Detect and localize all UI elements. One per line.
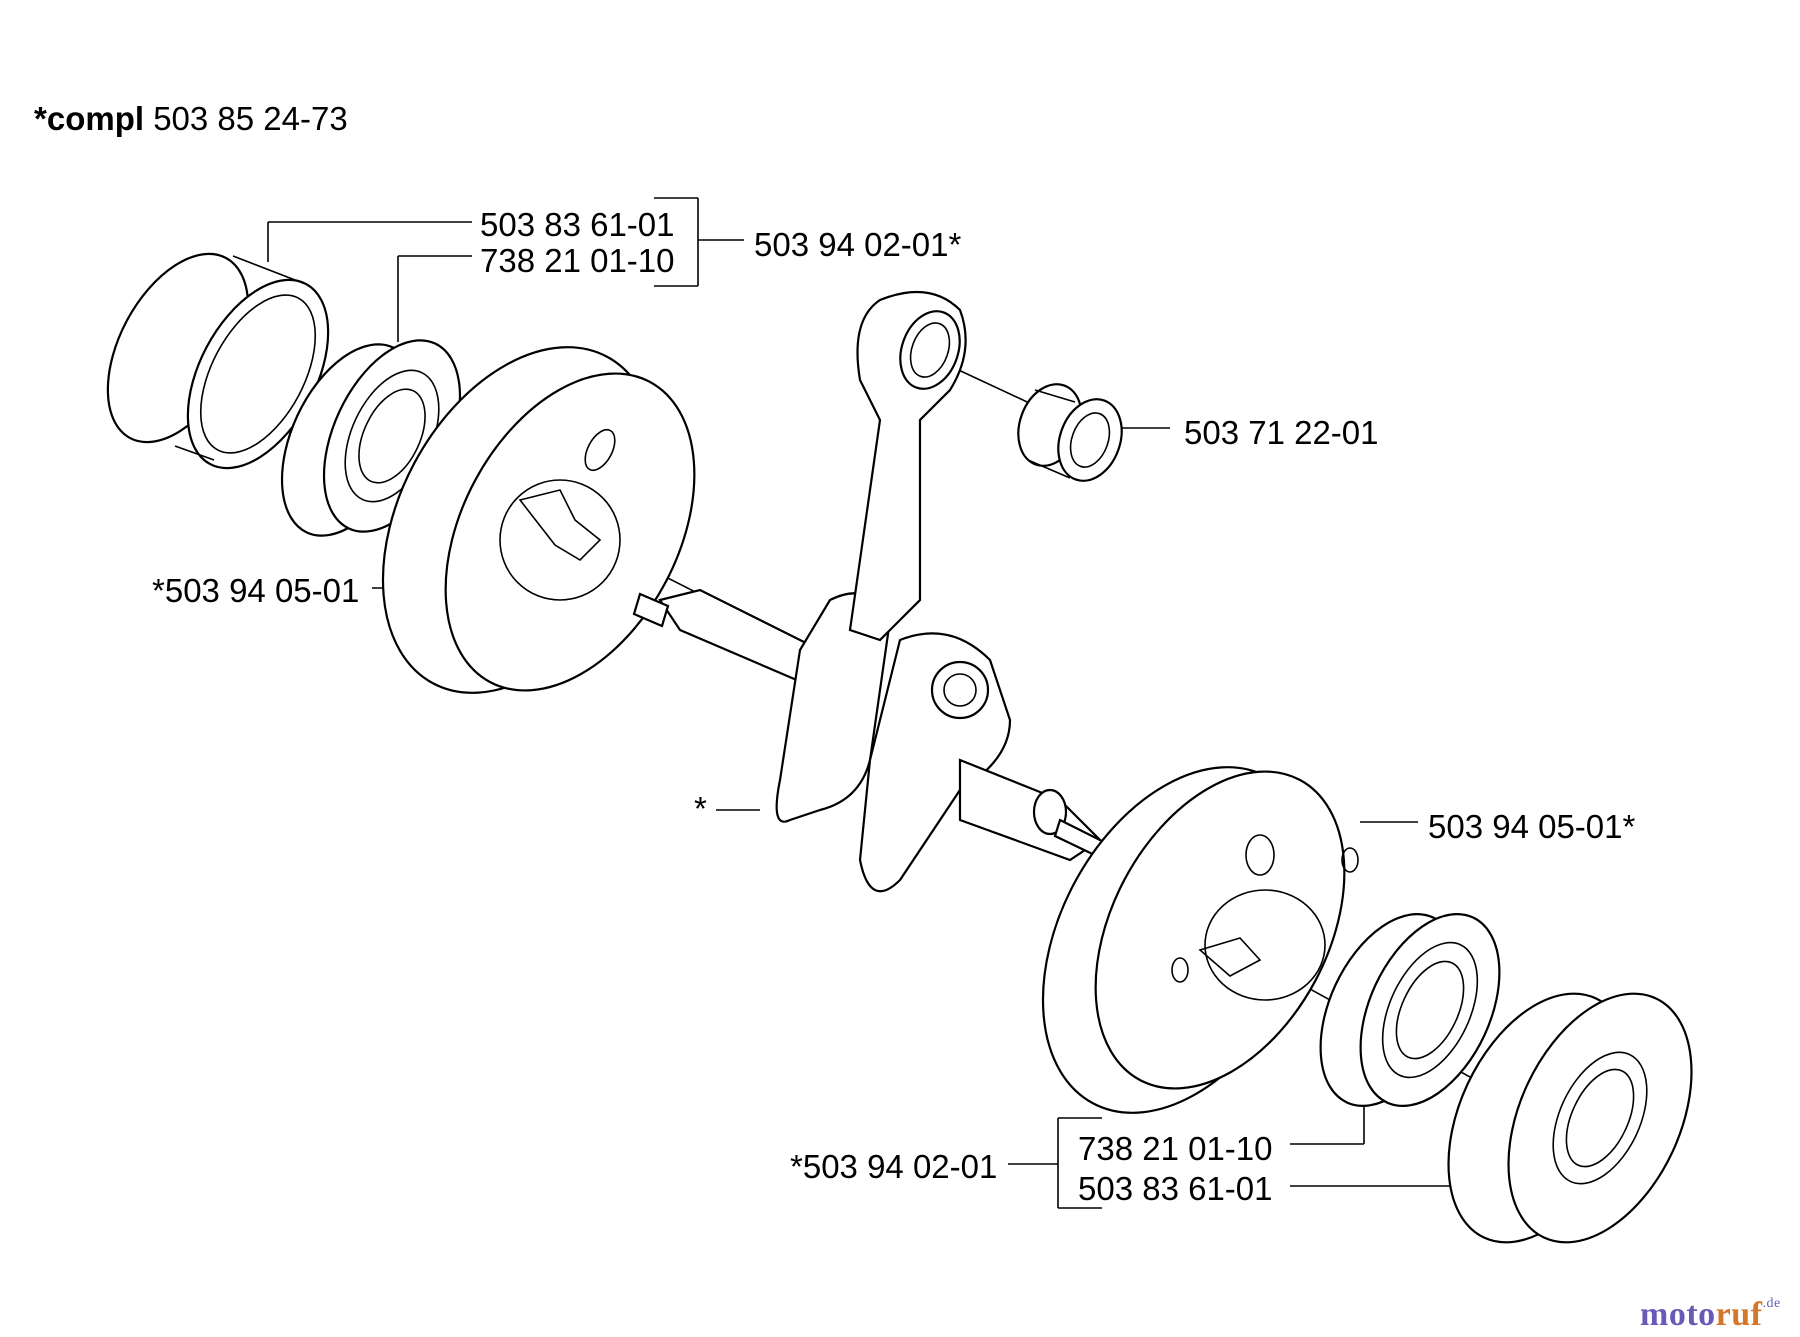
seal-bottom [1319, 913, 1501, 1107]
flywheel-right [1041, 766, 1359, 1114]
assembly-title: *compl 503 85 24-73 [34, 100, 348, 138]
bearing-bottom [1447, 992, 1693, 1244]
label-flywheel-left: *503 94 05-01 [152, 572, 360, 609]
label-crankshaft: * [694, 790, 707, 827]
brand-name-part1: moto [1640, 1296, 1716, 1333]
brand-name-part2: ruf [1715, 1296, 1763, 1333]
brand-logo: motoruf.de [1640, 1296, 1781, 1334]
flywheel-left [381, 346, 696, 694]
needle-bearing [1017, 383, 1123, 482]
crankshaft [632, 588, 1112, 893]
label-bearing-top: 503 83 61-01 [480, 206, 675, 243]
bearing-top-ring [106, 252, 330, 470]
label-needle-bearing: 503 71 22-01 [1184, 414, 1379, 451]
brand-suffix: .de [1762, 1296, 1781, 1311]
connecting-rod [848, 290, 967, 642]
label-flywheel-right: 503 94 05-01* [1428, 808, 1636, 845]
label-bearing-bottom: 503 83 61-01 [1078, 1170, 1273, 1207]
label-kit-top: 503 94 02-01* [754, 226, 962, 263]
assembly-part-number: 503 85 24-73 [153, 100, 348, 137]
assembly-title-prefix: *compl [34, 100, 145, 137]
label-kit-bottom: *503 94 02-01 [790, 1148, 998, 1185]
label-seal-bottom: 738 21 01-10 [1078, 1130, 1273, 1167]
label-seal-top: 738 21 01-10 [480, 242, 675, 279]
